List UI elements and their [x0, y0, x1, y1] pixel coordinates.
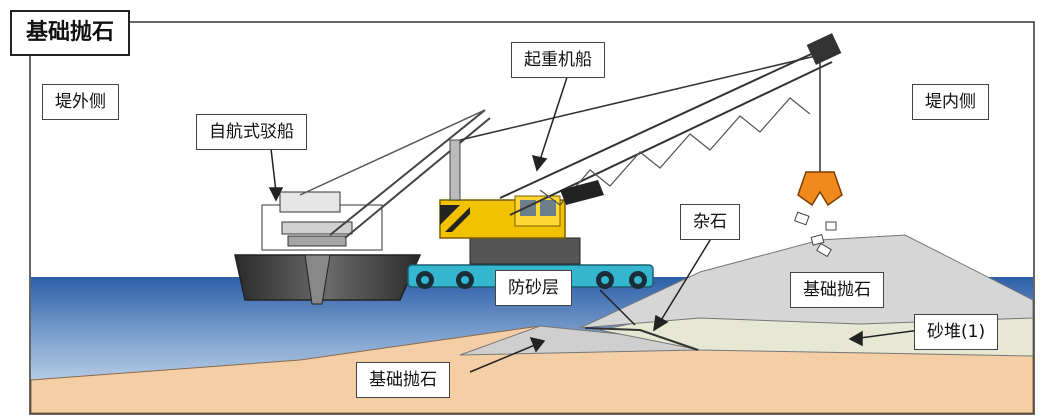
seaside-label: 堤外侧: [42, 84, 119, 120]
self-propelled-barge: [234, 109, 491, 305]
barge-label: 自航式驳船: [196, 114, 307, 150]
sandproof-label: 防砂层: [495, 270, 572, 306]
sandproof-sheet: [584, 327, 699, 351]
crawler-crane: [439, 33, 843, 265]
falling-stones: [794, 211, 837, 258]
leader-lines: [268, 67, 921, 373]
lower-foundation-label: 基础抛石: [356, 362, 450, 398]
landside-label: 堤内侧: [912, 84, 989, 120]
sand-pile-label: 砂堆(1): [914, 314, 999, 350]
crane-ship-label: 起重机船: [511, 42, 605, 78]
rubble-label: 杂石: [680, 204, 740, 240]
page-title: 基础抛石: [10, 10, 131, 56]
upper-foundation-label: 基础抛石: [790, 272, 884, 308]
